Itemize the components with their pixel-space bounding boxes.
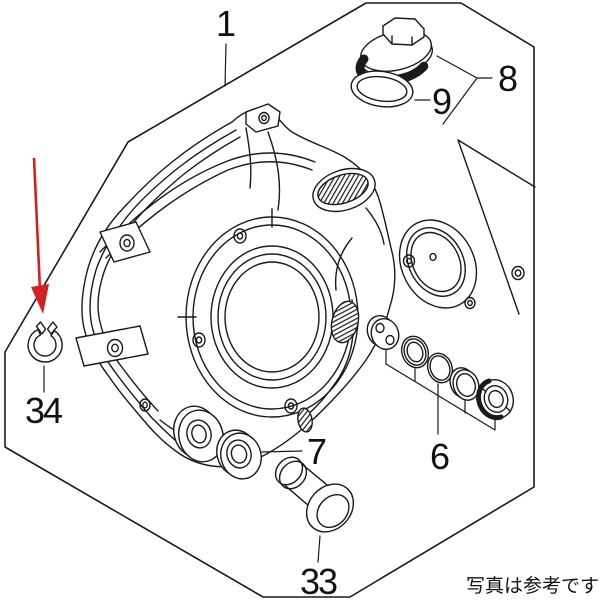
leader-lines bbox=[43, 43, 496, 563]
oil-filler-cap-part-8 bbox=[355, 17, 434, 87]
lower-hatched-patch bbox=[297, 407, 313, 433]
part-label-8: 8 bbox=[498, 58, 518, 99]
red-pointer-arrow bbox=[31, 157, 49, 314]
water-pump-flange bbox=[398, 219, 525, 310]
o-ring-part-9 bbox=[350, 70, 414, 108]
oil-filler-neck bbox=[312, 167, 376, 213]
oil-seal-part-7 bbox=[216, 429, 262, 480]
part-label-33: 33 bbox=[300, 561, 337, 600]
red-arrow-shaft bbox=[32, 157, 42, 291]
seal-kit-part-6 bbox=[366, 315, 515, 421]
mounting-bosses bbox=[75, 221, 151, 412]
bearing-knurling bbox=[476, 378, 504, 421]
diagram-linework bbox=[4, 2, 536, 598]
wedge-pointer-lines bbox=[457, 139, 536, 315]
clip-part-34 bbox=[27, 321, 63, 363]
red-arrow-head bbox=[31, 284, 49, 314]
part-label-34: 34 bbox=[25, 390, 62, 431]
collar-part-33 bbox=[274, 456, 355, 533]
part-label-9: 9 bbox=[432, 81, 452, 122]
reference-caption: 写真は参考です bbox=[466, 575, 599, 597]
pump-shaft-bore bbox=[330, 300, 360, 344]
crankcase-cover-drawing bbox=[75, 103, 525, 468]
part-label-1: 1 bbox=[216, 3, 236, 44]
part-label-6: 6 bbox=[430, 436, 450, 477]
border-frame bbox=[4, 2, 535, 598]
part-labels: 1 8 9 34 7 6 33 bbox=[25, 3, 518, 600]
flange-bolt-holes bbox=[192, 228, 298, 414]
lower-shaft-boss bbox=[173, 405, 224, 463]
top-bracket bbox=[245, 103, 281, 133]
part-label-7: 7 bbox=[307, 431, 327, 472]
